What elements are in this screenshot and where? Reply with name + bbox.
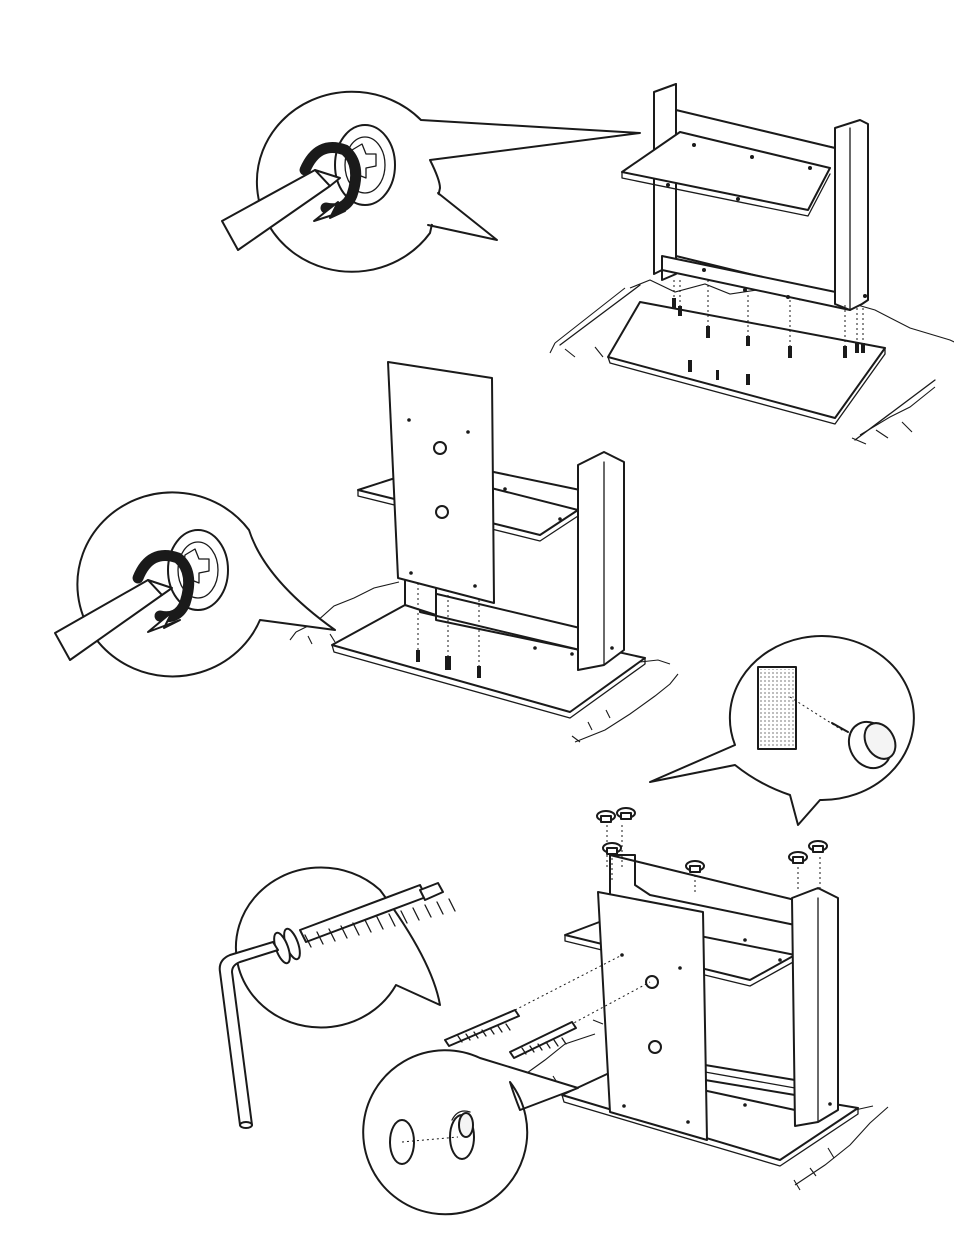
step2-side-right — [578, 452, 624, 670]
step-1 — [222, 84, 954, 444]
step-3 — [220, 636, 914, 1214]
step-2 — [55, 362, 678, 742]
step1-side-right — [835, 120, 868, 310]
step3-side-right — [792, 888, 838, 1126]
step2-back-panel — [388, 362, 494, 603]
step3-back-panel — [598, 892, 707, 1140]
